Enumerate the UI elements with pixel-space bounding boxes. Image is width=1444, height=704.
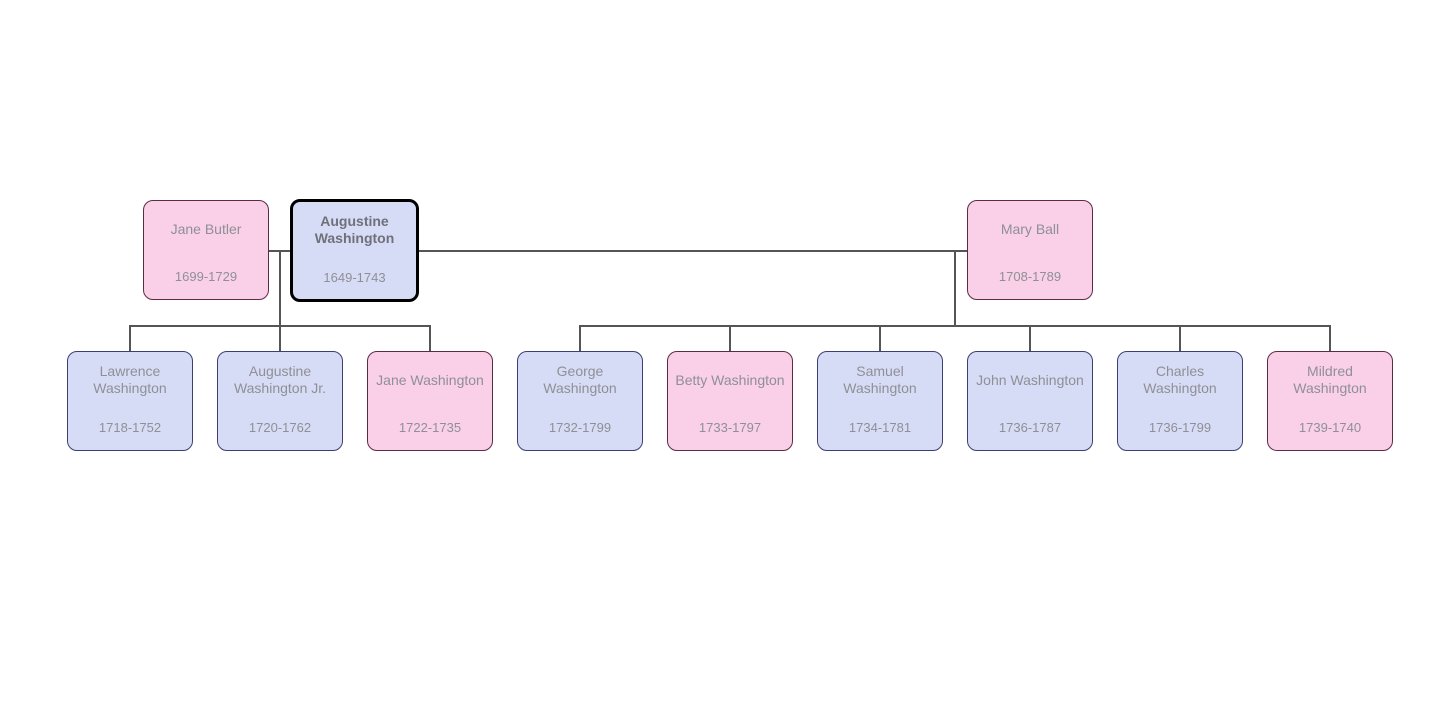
person-years: 1736-1787 xyxy=(998,420,1062,435)
person-name: Augustine Washington Jr. xyxy=(233,363,327,396)
person-node-augustine-washington[interactable]: Augustine Washington 1649-1743 xyxy=(290,199,419,302)
person-node-george-washington[interactable]: George Washington 1732-1799 xyxy=(517,351,643,451)
person-node-augustine-washington-jr[interactable]: Augustine Washington Jr. 1720-1762 xyxy=(217,351,343,451)
person-node-charles-washington[interactable]: Charles Washington 1736-1799 xyxy=(1117,351,1243,451)
person-node-mildred-washington[interactable]: Mildred Washington 1739-1740 xyxy=(1267,351,1393,451)
person-years: 1649-1743 xyxy=(323,270,386,285)
person-years: 1736-1799 xyxy=(1148,420,1212,435)
person-years: 1739-1740 xyxy=(1298,420,1362,435)
person-years: 1734-1781 xyxy=(848,420,912,435)
person-years: 1722-1735 xyxy=(398,420,462,435)
person-node-lawrence-washington[interactable]: Lawrence Washington 1718-1752 xyxy=(67,351,193,451)
person-years: 1708-1789 xyxy=(998,269,1062,284)
person-name: Jane Washington xyxy=(376,371,484,388)
person-years: 1699-1729 xyxy=(174,269,238,284)
person-name: Betty Washington xyxy=(675,371,785,388)
person-node-mary-ball[interactable]: Mary Ball 1708-1789 xyxy=(967,200,1093,300)
person-name: Jane Butler xyxy=(170,220,242,237)
person-node-betty-washington[interactable]: Betty Washington 1733-1797 xyxy=(667,351,793,451)
person-name: Charles Washington xyxy=(1143,363,1217,396)
person-name: Samuel Washington xyxy=(843,363,917,396)
person-name: George Washington xyxy=(543,363,617,396)
person-years: 1732-1799 xyxy=(548,420,612,435)
person-name: John Washington xyxy=(976,371,1084,388)
person-node-jane-washington[interactable]: Jane Washington 1722-1735 xyxy=(367,351,493,451)
person-node-john-washington[interactable]: John Washington 1736-1787 xyxy=(967,351,1093,451)
person-name: Augustine Washington xyxy=(314,213,395,246)
person-years: 1733-1797 xyxy=(698,420,762,435)
person-name: Mary Ball xyxy=(1000,220,1060,237)
person-years: 1718-1752 xyxy=(98,420,162,435)
person-name: Lawrence Washington xyxy=(93,363,167,396)
person-name: Mildred Washington xyxy=(1293,363,1367,396)
person-years: 1720-1762 xyxy=(248,420,312,435)
person-node-jane-butler[interactable]: Jane Butler 1699-1729 xyxy=(143,200,269,300)
person-node-samuel-washington[interactable]: Samuel Washington 1734-1781 xyxy=(817,351,943,451)
